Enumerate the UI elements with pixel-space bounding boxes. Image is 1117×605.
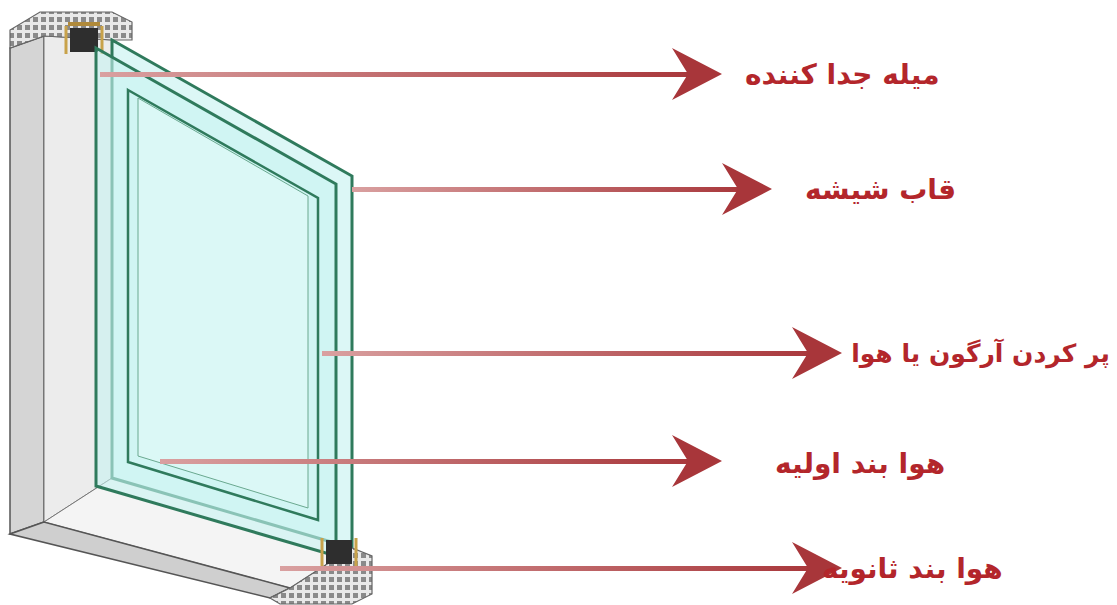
arrowhead	[672, 435, 722, 487]
glass-edge-line	[128, 90, 318, 520]
window-frame	[10, 36, 352, 598]
glass-highlight	[138, 98, 308, 508]
arrowhead	[792, 327, 842, 379]
frame-bottom-face	[10, 522, 290, 598]
frame-outer-face	[10, 36, 44, 534]
secondary-seal	[68, 22, 100, 26]
arrow-shaft	[280, 566, 820, 571]
glass-panes	[96, 40, 352, 556]
arrowhead	[672, 48, 722, 100]
primary-seal	[322, 538, 356, 566]
glass-pane-front	[96, 48, 336, 556]
spacer-bar	[326, 540, 352, 564]
part-label: هوا بند اولیه	[775, 447, 945, 481]
part-label: هوا بند ثانویه	[822, 552, 1003, 586]
arrow-shaft	[322, 351, 820, 356]
part-label: پر کردن آرگون یا هوا	[851, 339, 1110, 369]
leader-arrows	[100, 48, 842, 594]
arrow-shaft	[100, 72, 700, 77]
arrow-shaft	[160, 459, 700, 464]
spacer-bar	[70, 28, 98, 52]
part-label: قاب شیشه	[805, 173, 956, 207]
arrowhead	[722, 163, 772, 215]
arrow-shaft	[352, 187, 750, 192]
part-label: میله جدا کننده	[745, 58, 939, 92]
